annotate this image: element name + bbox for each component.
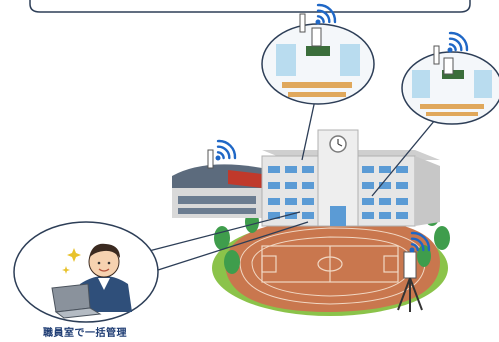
window [379, 198, 391, 205]
link-classroom-1 [301, 99, 316, 161]
window [396, 166, 408, 173]
window [362, 212, 374, 219]
window [268, 198, 280, 205]
desk-row [288, 92, 346, 97]
staff-room-caption: 職員室で一括管理 [43, 328, 127, 339]
link-staff-room-lower [157, 221, 309, 271]
sensor-icon [443, 57, 454, 75]
tripod-leg [397, 277, 411, 311]
window [379, 182, 391, 189]
tree [214, 226, 230, 250]
person-hair [89, 243, 120, 258]
wifi-icon [315, 3, 337, 25]
desk-row [282, 82, 352, 88]
clock-hand [337, 143, 343, 147]
window [379, 212, 391, 219]
court-center-circle [317, 256, 343, 272]
building-entrance [330, 206, 346, 226]
blackboard [306, 46, 330, 56]
desk-row [426, 112, 478, 116]
staff-person [76, 243, 132, 312]
school-building [261, 129, 440, 227]
desk-row [420, 104, 484, 109]
window [396, 212, 408, 219]
staff-room-bubble [13, 221, 159, 323]
window [302, 212, 314, 219]
window [302, 182, 314, 189]
tree [224, 250, 240, 274]
window [362, 182, 374, 189]
classroom-window [276, 44, 296, 76]
classroom-window [412, 70, 430, 98]
person-eye [107, 261, 111, 265]
sensor-icon [433, 45, 440, 65]
schoolyard [212, 218, 448, 316]
window [268, 166, 280, 173]
sensor-icon [311, 27, 322, 47]
gym-red-roof [228, 170, 262, 188]
wifi-icon [447, 31, 469, 53]
window [362, 166, 374, 173]
gym-window-band [178, 208, 256, 214]
window [268, 182, 280, 189]
window [396, 198, 408, 205]
window [285, 166, 297, 173]
window [302, 198, 314, 205]
laptop-icon [51, 283, 102, 319]
gym-window-band [178, 196, 256, 204]
sensors [207, 13, 454, 312]
window [362, 198, 374, 205]
tripod-sensor-icon [403, 251, 417, 279]
classroom-window [340, 44, 360, 76]
building-windows [268, 166, 408, 219]
wifi-icon [409, 231, 431, 253]
gymnasium [172, 164, 262, 218]
classroom-window [474, 70, 492, 98]
window [302, 166, 314, 173]
sensor-icon [299, 13, 306, 33]
window [379, 166, 391, 173]
tripod-leg [409, 277, 423, 311]
top-banner-outline [29, 0, 471, 13]
person-shirt [98, 278, 110, 290]
tree [434, 226, 450, 250]
connector-lines [144, 99, 436, 271]
classroom-bubble-1 [261, 23, 375, 105]
link-staff-room-upper [144, 211, 301, 253]
window [268, 212, 280, 219]
window [396, 182, 408, 189]
wifi-signals [215, 3, 469, 253]
person-smile [98, 268, 110, 272]
link-classroom-2 [371, 119, 436, 197]
sensor-icon [207, 149, 214, 169]
wifi-icon [215, 139, 237, 161]
window [285, 212, 297, 219]
window [285, 182, 297, 189]
tree [417, 245, 431, 267]
court-goal-left [261, 255, 277, 273]
sparkle-icon [62, 248, 81, 274]
court-goal-right [383, 255, 399, 273]
person-eye [97, 261, 101, 265]
window [285, 198, 297, 205]
building-side [415, 156, 440, 226]
